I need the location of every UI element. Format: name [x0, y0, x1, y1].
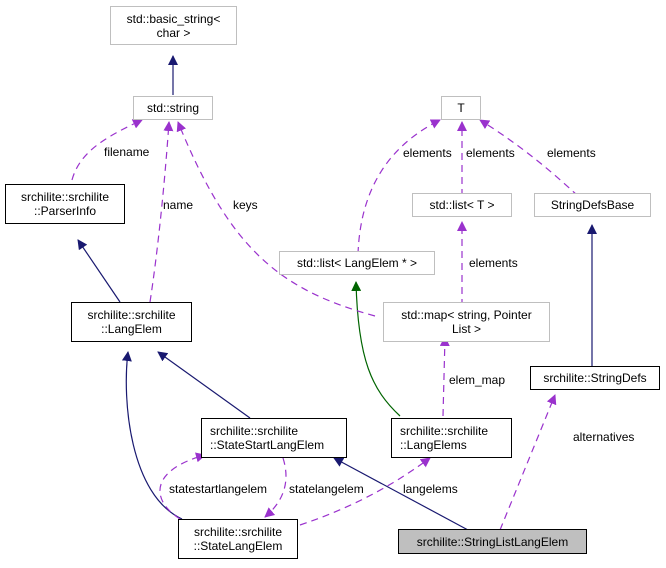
edge-statestart-to-langelem	[157, 351, 251, 419]
node-state-start-lang-elem[interactable]: srchilite::srchilite ::StateStartLangEle…	[201, 418, 347, 458]
node-parser-info[interactable]: srchilite::srchilite ::ParserInfo	[5, 184, 125, 224]
edge-statelangelem	[264, 457, 287, 518]
edge-keys	[176, 121, 376, 317]
label-filename: filename	[104, 145, 150, 159]
edge-alternatives	[499, 394, 557, 531]
edge-statestartlangelem	[159, 452, 206, 520]
node-string-list-lang-elem[interactable]: srchilite::StringListLangElem	[398, 529, 587, 554]
node-string-defs-base[interactable]: StringDefsBase	[534, 193, 651, 217]
label-statelangelem: statelangelem	[289, 482, 364, 496]
label-statestartlangelem: statestartlangelem	[169, 482, 268, 496]
label-alternatives: alternatives	[573, 430, 635, 444]
label-elements-base: elements	[547, 146, 596, 160]
node-std-list-t[interactable]: std::list< T >	[412, 193, 512, 217]
node-lang-elem[interactable]: srchilite::srchilite ::LangElem	[71, 302, 192, 342]
label-elements-list-langelem: elements	[403, 146, 452, 160]
node-state-lang-elem[interactable]: srchilite::srchilite ::StateLangElem	[178, 519, 298, 559]
label-langelems: langelems	[403, 482, 458, 496]
node-string-defs[interactable]: srchilite::StringDefs	[530, 366, 660, 390]
node-std-map[interactable]: std::map< string, Pointer List >	[383, 302, 550, 342]
edge-filename	[71, 119, 143, 181]
node-std-string[interactable]: std::string	[133, 96, 213, 120]
edge-stringlist-to-statestart	[333, 457, 469, 531]
edge-name	[149, 121, 174, 303]
edge-elements-list-langelem	[357, 119, 441, 255]
node-lang-elems[interactable]: srchilite::srchilite ::LangElems	[391, 418, 512, 458]
label-elements-map: elements	[469, 256, 518, 270]
label-name: name	[163, 198, 194, 212]
edge-statelang-to-langelem	[121, 351, 183, 520]
node-basic-string[interactable]: std::basic_string< char >	[110, 6, 237, 45]
label-elements-list-t: elements	[466, 146, 515, 160]
edge-langelems	[299, 457, 431, 526]
label-elem-map: elem_map	[449, 373, 506, 387]
edge-langelem-to-parserinfo	[77, 239, 121, 303]
label-keys: keys	[233, 198, 258, 212]
edge-elements-base	[479, 119, 579, 197]
edge-langelems-to-list-langelem	[351, 281, 401, 417]
node-std-list-langelem[interactable]: std::list< LangElem * >	[279, 251, 435, 275]
edge-elem-map	[439, 336, 450, 417]
node-t[interactable]: T	[441, 96, 481, 120]
